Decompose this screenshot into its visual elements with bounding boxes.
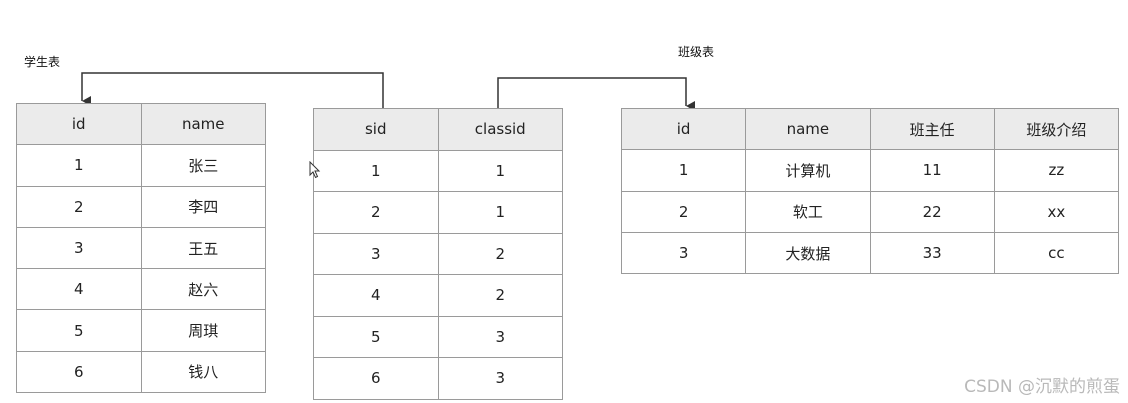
table-row: 4 2	[313, 274, 563, 317]
table-cell: 周琪	[140, 309, 266, 352]
sid-to-student-id-connector	[81, 72, 384, 108]
column-header-classid: classid	[437, 108, 563, 151]
table-cell: zz	[993, 149, 1120, 192]
table-row: 6 钱八	[16, 350, 266, 394]
class-table: id name 班主任 班级介绍 1 计算机 11 zz 2 软工 22 xx …	[620, 107, 1120, 275]
table-cell: 2	[437, 274, 563, 317]
column-header-name: name	[140, 102, 266, 146]
table-cell: 计算机	[745, 149, 871, 192]
table-cell: 2	[437, 232, 563, 275]
table-cell: 钱八	[140, 350, 266, 394]
classid-to-class-id-connector	[497, 77, 695, 111]
column-header-sid: sid	[313, 108, 439, 151]
table-cell: 5	[313, 315, 439, 358]
table-row: 3 王五	[16, 226, 266, 270]
table-cell: 3	[437, 315, 563, 358]
table-cell: 6	[16, 350, 142, 394]
table-cell: 3	[437, 357, 563, 400]
table-cell: 4	[313, 274, 439, 317]
table-cell: 11	[869, 149, 995, 192]
table-row: 3 大数据 33 cc	[620, 231, 1120, 275]
table-cell: 6	[313, 357, 439, 400]
table-row: 3 2	[313, 232, 563, 275]
student-table: id name 1 张三 2 李四 3 王五 4 赵六 5 周琪 6 钱八	[16, 102, 266, 394]
column-header-id: id	[16, 102, 142, 146]
table-row: 5 周琪	[16, 309, 266, 352]
table-cell: 张三	[140, 144, 266, 187]
table-row: 2 软工 22 xx	[620, 190, 1120, 233]
table-cell: 王五	[140, 226, 266, 270]
table-cell: 大数据	[745, 231, 871, 275]
table-row: 1 张三	[16, 144, 266, 187]
table-cell: 5	[16, 309, 142, 352]
table-row: 1 1	[313, 149, 563, 192]
table-row: 6 3	[313, 357, 563, 400]
table-row: 2 李四	[16, 185, 266, 228]
table-header-row: sid classid	[313, 108, 563, 151]
watermark: CSDN @沉默的煎蛋	[964, 377, 1120, 397]
table-cell: 1	[313, 149, 439, 192]
table-cell: 4	[16, 268, 142, 311]
table-cell: 2	[620, 190, 747, 233]
table-cell: 1	[620, 149, 747, 192]
table-row: 5 3	[313, 315, 563, 358]
student-table-caption: 学生表	[24, 55, 61, 69]
column-header-class-intro: 班级介绍	[993, 107, 1120, 151]
student-class-link-table: sid classid 1 1 2 1 3 2 4 2 5 3 6 3	[313, 108, 563, 400]
table-cell: 22	[869, 190, 995, 233]
table-cell: xx	[993, 190, 1120, 233]
table-cell: 1	[16, 144, 142, 187]
table-cell: 33	[869, 231, 995, 275]
column-header-id: id	[620, 107, 747, 151]
table-row: 4 赵六	[16, 268, 266, 311]
table-cell: 2	[16, 185, 142, 228]
column-header-head-teacher: 班主任	[869, 107, 995, 151]
table-cell: 赵六	[140, 268, 266, 311]
table-cell: 1	[437, 149, 563, 192]
table-header-row: id name	[16, 102, 266, 146]
column-header-name: name	[745, 107, 871, 151]
table-cell: 2	[313, 191, 439, 234]
table-header-row: id name 班主任 班级介绍	[620, 107, 1120, 151]
table-cell: 软工	[745, 190, 871, 233]
class-table-caption: 班级表	[678, 45, 715, 59]
table-cell: 1	[437, 191, 563, 234]
table-row: 1 计算机 11 zz	[620, 149, 1120, 192]
table-cell: cc	[993, 231, 1120, 275]
table-row: 2 1	[313, 191, 563, 234]
mouse-cursor-icon	[309, 161, 321, 179]
table-cell: 3	[620, 231, 747, 275]
table-cell: 3	[313, 232, 439, 275]
table-cell: 3	[16, 226, 142, 270]
table-cell: 李四	[140, 185, 266, 228]
